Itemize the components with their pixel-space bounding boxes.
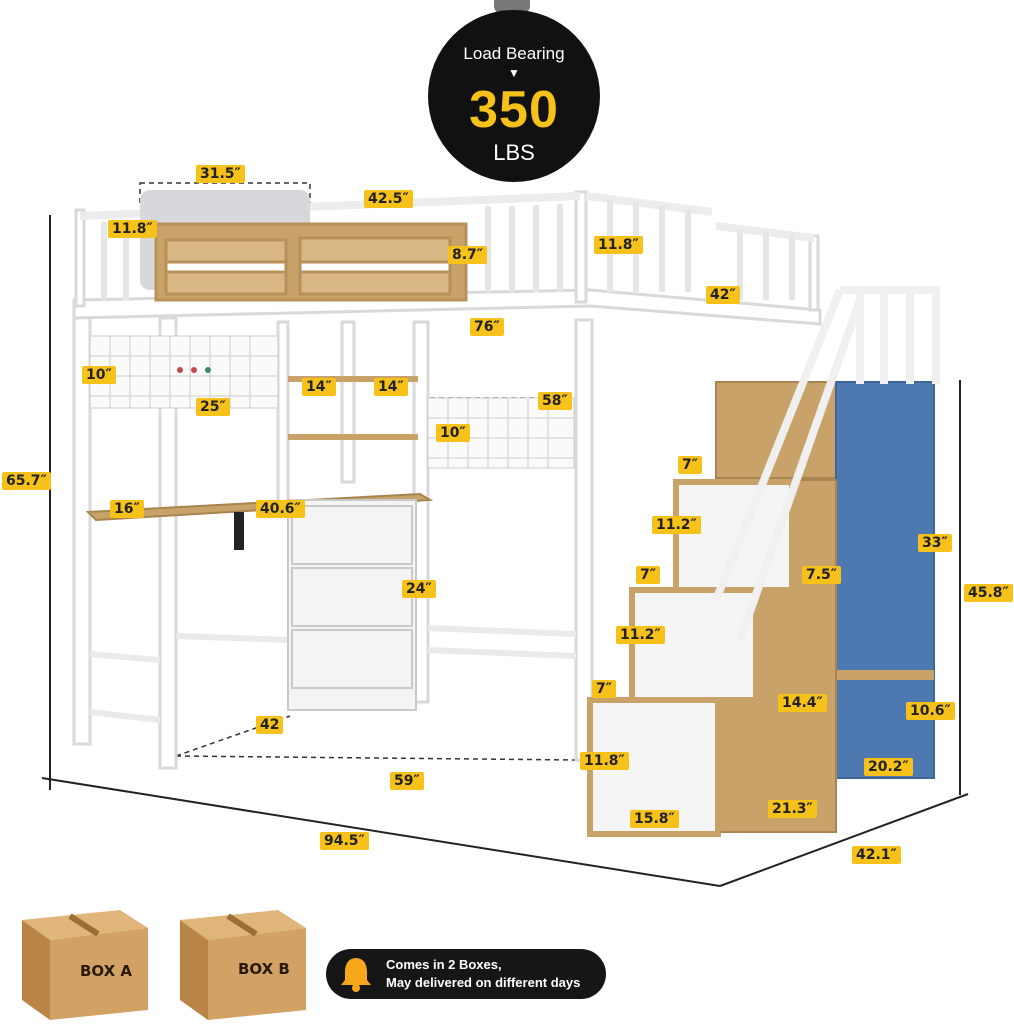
dimension-label: 42″: [706, 286, 740, 304]
dimension-label: 11.8″: [580, 752, 629, 770]
stair-handrail: [712, 286, 940, 642]
badge-arrow: ▼: [508, 66, 520, 80]
dimension-label: 7″: [592, 680, 616, 698]
load-bearing-badge: Load Bearing ▼ 350 LBS: [428, 10, 600, 182]
shipping-notice: Comes in 2 Boxes, May delivered on diffe…: [326, 949, 606, 999]
dimension-label: 45.8″: [964, 584, 1013, 602]
dimension-label: 59″: [390, 772, 424, 790]
dimension-label: 11.8″: [594, 236, 643, 254]
floor-dimension-lines: [41, 215, 969, 887]
box-a-label: BOX A: [80, 962, 133, 980]
power-strip: [234, 512, 244, 550]
dimension-label: 25″: [196, 398, 230, 416]
badge-number: 350: [469, 81, 559, 139]
dimension-label: 7″: [678, 456, 702, 474]
dimension-label: 11.2″: [652, 516, 701, 534]
badge-unit: LBS: [493, 140, 535, 165]
side-shelves: [288, 376, 418, 440]
bell-icon: [341, 958, 371, 992]
dimension-label: 65.7″: [2, 472, 51, 490]
dimension-label: 11.2″: [616, 626, 665, 644]
cardboard-box-icon: [180, 910, 306, 1020]
notice-line-1: Comes in 2 Boxes,: [386, 957, 502, 972]
dimension-label: 40.6″: [256, 500, 305, 518]
hooks: [177, 367, 211, 373]
notice-text: Comes in 2 Boxes, May delivered on diffe…: [386, 956, 580, 992]
dimension-label: 14″: [374, 378, 408, 396]
dimension-label: 14″: [302, 378, 336, 396]
dimension-label: 76″: [470, 318, 504, 336]
notice-line-2: May delivered on different days: [386, 975, 581, 990]
dimension-label: 10.6″: [906, 702, 955, 720]
dimension-label: 10″: [436, 424, 470, 442]
badge-title: Load Bearing: [463, 44, 565, 63]
dimension-label: 94.5″: [320, 832, 369, 850]
dimension-label: 42: [256, 716, 284, 734]
dimension-label: 42.1″: [852, 846, 901, 864]
dimension-label: 15.8″: [630, 810, 679, 828]
box-b-label: BOX B: [238, 960, 290, 978]
headboard-bookshelf: [154, 222, 468, 302]
dimension-label: 7″: [636, 566, 660, 584]
dimension-label: 10″: [82, 366, 116, 384]
grid-panel-left: [89, 335, 279, 409]
dimension-label: 16″: [110, 500, 144, 518]
dimension-label: 58″: [538, 392, 572, 410]
dimension-label: 8.7″: [448, 246, 488, 264]
dimension-label: 14.4″: [778, 694, 827, 712]
drawer-cabinet: [287, 499, 417, 711]
dimension-label: 7.5″: [802, 566, 842, 584]
dimension-label: 24″: [402, 580, 436, 598]
dimension-label: 42.5″: [364, 190, 413, 208]
guard-rail-balusters: [101, 200, 795, 300]
dimension-label: 21.3″: [768, 800, 817, 818]
dimension-label: 11.8″: [108, 220, 157, 238]
dimension-label: 33″: [918, 534, 952, 552]
cardboard-box-icon: [22, 910, 148, 1020]
dimension-label: 31.5″: [196, 165, 245, 183]
dimension-label: 20.2″: [864, 758, 913, 776]
